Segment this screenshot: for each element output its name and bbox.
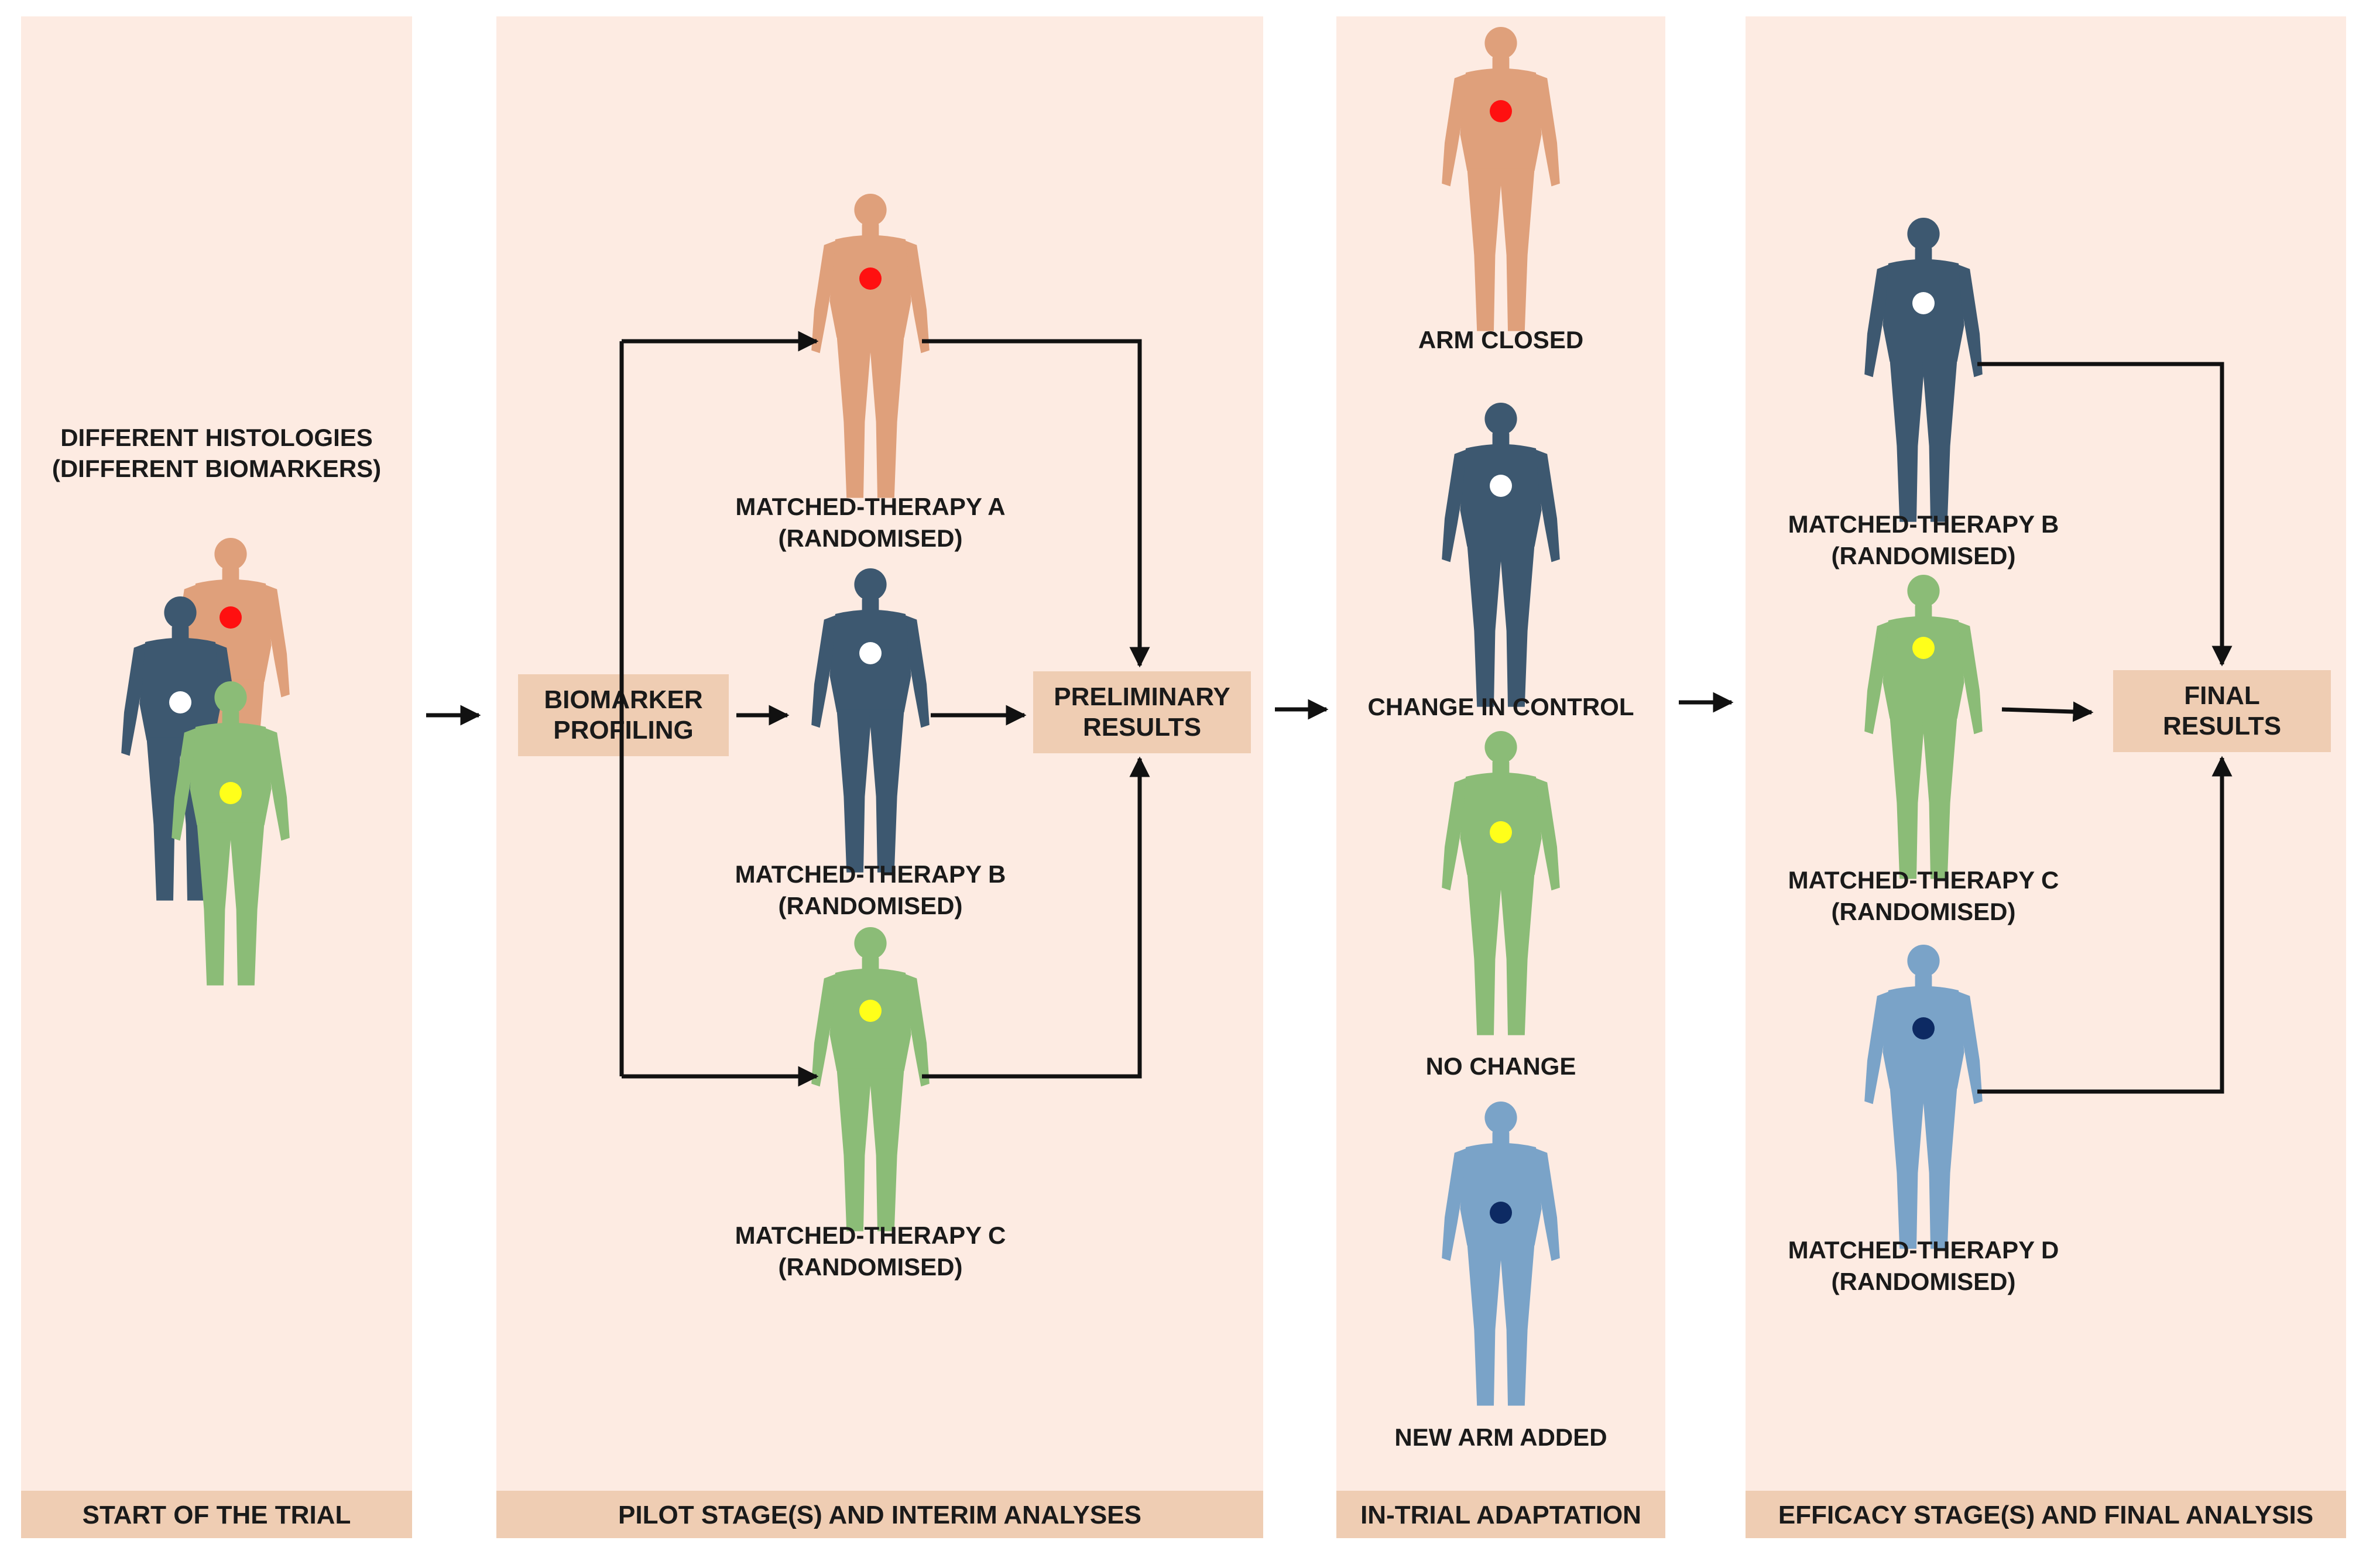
box-preliminary-results-line2: RESULTS [1083,713,1201,742]
pilot-arm-a-label-line1: MATCHED-THERAPY A [735,493,1005,520]
adaptation-change-in-control-label: CHANGE IN CONTROL [1368,693,1634,720]
footer-start-label: START OF THE TRIAL [83,1501,351,1529]
box-preliminary-results [1033,671,1251,753]
pilot-arm-c-label-line2: (RANDOMISED) [779,1253,963,1281]
pilot-arm-c-label-line1: MATCHED-THERAPY C [735,1222,1006,1249]
biomarker-dot-icon [859,1000,882,1022]
biomarker-dot-icon [1490,1202,1512,1224]
pilot-arm-a-label-line2: (RANDOMISED) [779,524,963,552]
start-title-line1: DIFFERENT HISTOLOGIES [60,424,373,451]
biomarker-dot-icon [1912,1017,1935,1039]
biomarker-dot-icon [1490,100,1512,122]
box-final-results [2113,670,2331,752]
biomarker-dot-icon [169,691,191,713]
footer-pilot-label: PILOT STAGE(S) AND INTERIM ANALYSES [618,1501,1141,1529]
adaptation-new-arm-label: NEW ARM ADDED [1394,1423,1607,1451]
adaptation-arm-closed-label: ARM CLOSED [1418,326,1583,354]
pilot-arm-b-label-line1: MATCHED-THERAPY B [735,860,1006,888]
box-final-results-line2: RESULTS [2163,712,2281,740]
footer-adaptation-label: IN-TRIAL ADAPTATION [1360,1501,1641,1529]
efficacy-arm-c-label-line1: MATCHED-THERAPY C [1788,866,2059,894]
biomarker-dot-icon [220,606,242,629]
arrow-efficacy-d-to-final [1977,756,2233,1094]
biomarker-dot-icon [1490,475,1512,497]
biomarker-dot-icon [1912,292,1935,314]
footer-start [21,1491,412,1538]
box-preliminary-results-line1: PRELIMINARY [1054,682,1230,711]
footer-adaptation [1336,1491,1665,1538]
efficacy-arm-d-label-line1: MATCHED-THERAPY D [1788,1236,2059,1264]
start-title-line2: (DIFFERENT BIOMARKERS) [52,455,381,482]
biomarker-dot-icon [859,267,882,290]
efficacy-arm-d-label-line2: (RANDOMISED) [1832,1268,2016,1295]
panel-efficacy [1746,16,2346,1538]
efficacy-arm-b-label-line2: (RANDOMISED) [1832,542,2016,569]
footer-pilot [496,1491,1263,1538]
biomarker-dot-icon [220,782,242,804]
footer-efficacy [1746,1491,2346,1538]
footer-efficacy-label: EFFICACY STAGE(S) AND FINAL ANALYSIS [1778,1501,2313,1529]
box-final-results-line1: FINAL [2184,681,2260,710]
adaptation-no-change-label: NO CHANGE [1426,1052,1576,1080]
pilot-arm-b-label-line2: (RANDOMISED) [779,892,963,919]
arrow-efficacy-b-to-final [1977,362,2233,667]
arrow-efficacy-c-to-final [2001,701,2094,722]
arrow-arm-a-to-preliminary [922,339,1150,668]
biomarker-dot-icon [1912,637,1935,659]
biomarker-dot-icon [1490,821,1512,843]
efficacy-arm-c-label-line2: (RANDOMISED) [1832,898,2016,925]
efficacy-arm-b-label-line1: MATCHED-THERAPY B [1788,510,2059,538]
arrow-arm-c-to-preliminary [922,756,1150,1079]
biomarker-dot-icon [859,642,882,664]
